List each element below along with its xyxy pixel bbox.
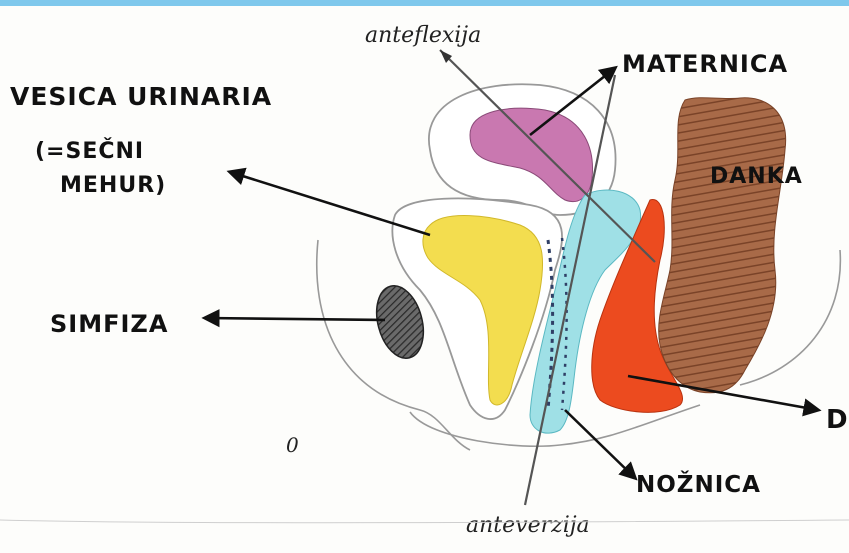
label-noznica: NOŽNICA	[636, 470, 761, 498]
label-simfiza: SIMFIZA	[50, 310, 168, 338]
label-secni-line1: (=SEČNI	[35, 138, 144, 164]
label-anteflexija: anteflexija	[365, 23, 481, 48]
label-vesica-urinaria: VESICA URINARIA	[10, 82, 272, 111]
top-color-band	[0, 0, 849, 6]
bottom-pencil-line	[0, 520, 849, 523]
small-pencil-mark: 0	[286, 433, 299, 457]
label-materníca: MATERNICA	[622, 50, 788, 78]
label-secni-line2: MEHUR)	[60, 173, 166, 198]
rectum-shape	[659, 98, 786, 393]
arrow-noznica	[565, 410, 635, 478]
label-anteverzija: anteverzija	[466, 513, 590, 538]
label-danka: DANKA	[710, 164, 803, 189]
arrow-simfiza	[205, 318, 385, 320]
arrow-vesica-urinaria	[230, 172, 430, 235]
label-d-cut: D	[826, 405, 849, 435]
